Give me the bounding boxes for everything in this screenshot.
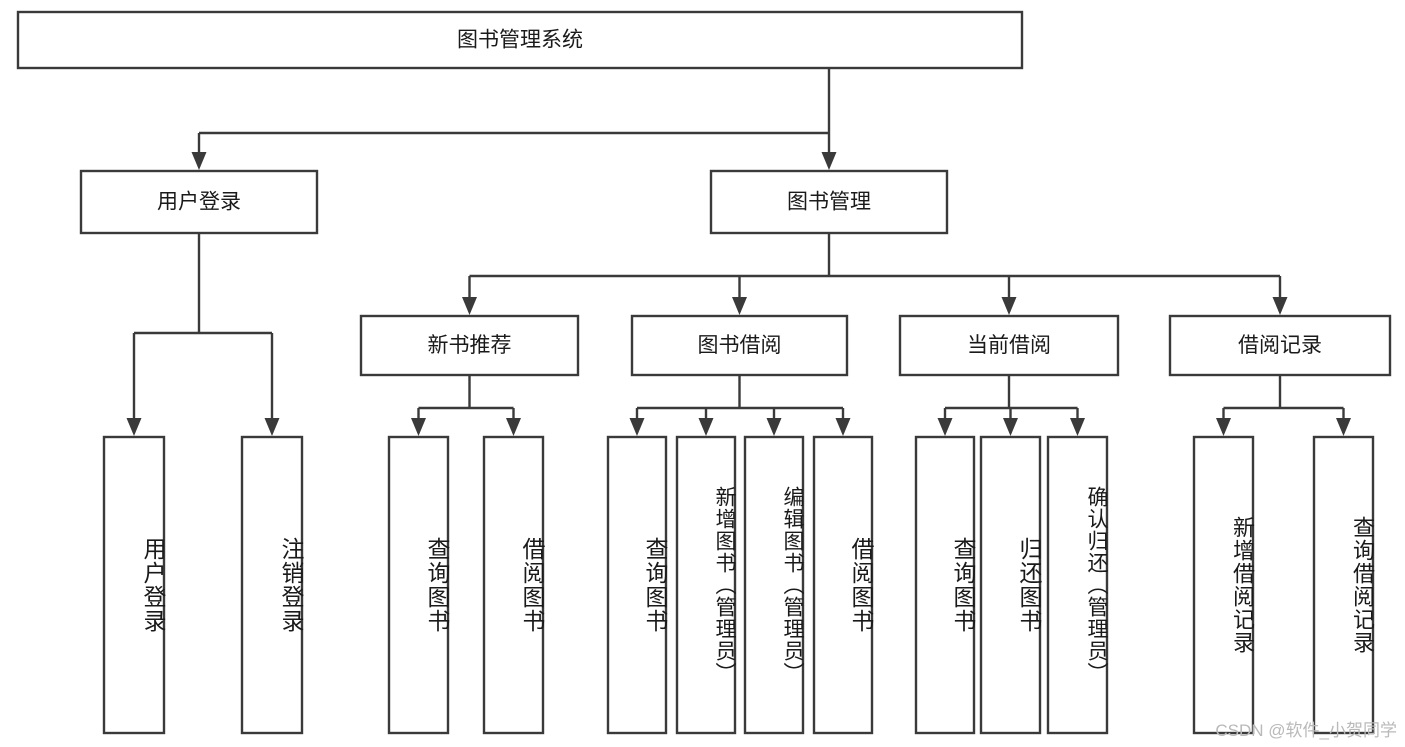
level3-node-label: 当前借阅 (967, 334, 1051, 357)
csdn-watermark: CSDN @软件_小贺同学 (1215, 721, 1397, 740)
leaf-node-4[interactable] (606, 435, 668, 735)
level2-node-label: 用户登录 (157, 191, 241, 214)
arrow-down-icon-leaf-0-1 (506, 418, 521, 436)
leaf-node-box[interactable] (979, 435, 1042, 735)
level2-node-0[interactable]: 用户登录 (79, 169, 319, 235)
arrow-down-icon-leaf-1-2 (766, 418, 782, 436)
leaf-node-box[interactable] (812, 435, 874, 735)
arrow-down-icon-l3-0 (462, 297, 477, 315)
leaf-node-6[interactable] (743, 435, 805, 735)
root-node-0[interactable]: 图书管理系统 (16, 10, 1024, 70)
level2-node-1[interactable]: 图书管理 (709, 169, 949, 235)
arrow-down-icon-l3-1 (732, 297, 747, 315)
leaf-node-10[interactable] (1046, 435, 1109, 735)
leaf-node-box[interactable] (675, 435, 737, 735)
root-node-box[interactable] (16, 10, 1024, 70)
leaf-node-box[interactable] (914, 435, 976, 735)
arrow-down-icon-l2-0 (191, 152, 207, 170)
leaf-node-box[interactable] (240, 435, 304, 735)
arrow-down-icon-leaf-3-0 (1216, 418, 1231, 436)
connector-lines (126, 68, 1351, 436)
leaf-node-box[interactable] (1046, 435, 1109, 735)
arrow-down-icon-l3-3 (1272, 297, 1288, 315)
arrow-down-icon-leaf-2-0 (937, 418, 953, 436)
arrow-down-icon-leaf-3-1 (1336, 418, 1351, 436)
leaf-node-5[interactable] (675, 435, 737, 735)
level3-node-0[interactable]: 新书推荐 (359, 314, 580, 377)
level3-node-box[interactable] (630, 314, 849, 377)
leaf-node-box[interactable] (482, 435, 545, 735)
level2-node-label: 图书管理 (787, 191, 871, 214)
level2-node-box[interactable] (79, 169, 319, 235)
leaf-node-7[interactable] (812, 435, 874, 735)
leaf-node-8[interactable] (914, 435, 976, 735)
leaf-node-3[interactable] (482, 435, 545, 735)
level3-node-3[interactable]: 借阅记录 (1168, 314, 1392, 377)
arrow-down-icon-leaf-1-1 (698, 418, 714, 436)
level2-node-box[interactable] (709, 169, 949, 235)
arrow-down-icon-l2-1 (821, 152, 837, 170)
arrow-down-icon-user-leaf-1 (264, 418, 280, 436)
level3-node-box[interactable] (898, 314, 1120, 377)
leaf-node-11[interactable] (1192, 435, 1255, 735)
arrow-down-icon-leaf-2-1 (1003, 418, 1018, 436)
leaf-node-1[interactable] (240, 435, 304, 735)
level3-node-label: 图书借阅 (698, 334, 782, 357)
leaf-node-12[interactable] (1312, 435, 1375, 735)
level3-node-box[interactable] (1168, 314, 1392, 377)
arrow-down-icon-leaf-2-2 (1070, 418, 1085, 436)
leaf-node-box[interactable] (743, 435, 805, 735)
leaf-node-box[interactable] (387, 435, 450, 735)
root-node-label: 图书管理系统 (457, 29, 583, 52)
level3-node-2[interactable]: 当前借阅 (898, 314, 1120, 377)
leaf-node-2[interactable] (387, 435, 450, 735)
arrow-down-icon-l3-2 (1001, 297, 1017, 315)
leaf-node-box[interactable] (606, 435, 668, 735)
leaf-node-0[interactable] (102, 435, 166, 735)
leaf-node-9[interactable] (979, 435, 1042, 735)
leaf-node-box[interactable] (1312, 435, 1375, 735)
arrow-down-icon-user-leaf-0 (126, 418, 142, 436)
level3-node-box[interactable] (359, 314, 580, 377)
leaf-node-box[interactable] (1192, 435, 1255, 735)
level3-node-label: 新书推荐 (428, 334, 512, 357)
level3-node-1[interactable]: 图书借阅 (630, 314, 849, 377)
leaf-node-box[interactable] (102, 435, 166, 735)
arrow-down-icon-leaf-1-3 (835, 418, 851, 436)
level3-node-label: 借阅记录 (1238, 334, 1322, 357)
arrow-down-icon-leaf-1-0 (629, 418, 645, 436)
arrow-down-icon-leaf-0-0 (411, 418, 426, 436)
